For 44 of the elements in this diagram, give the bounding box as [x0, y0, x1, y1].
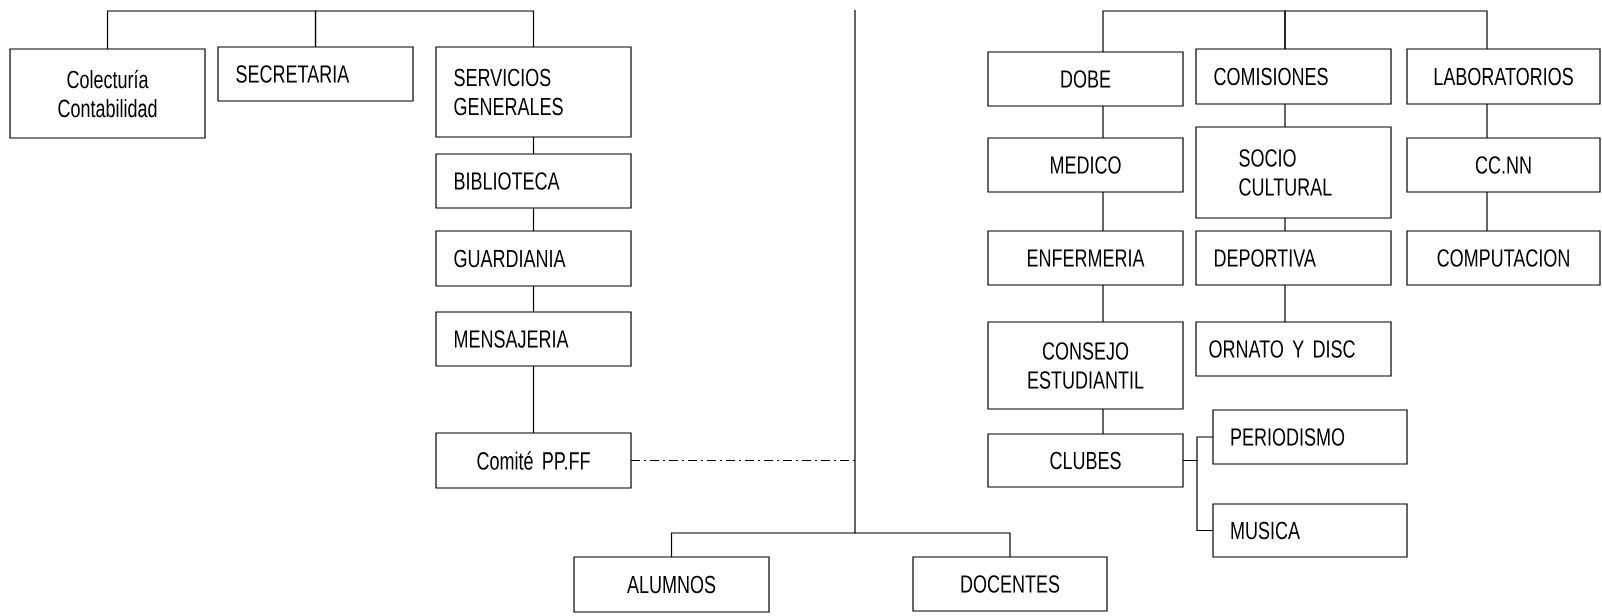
connector-line	[1284, 103, 1286, 128]
connector-line	[1284, 217, 1286, 232]
connector-line	[532, 136, 535, 155]
org-box: SOCIO CULTURAL	[1195, 126, 1392, 219]
org-box: CC.NN	[1406, 137, 1601, 193]
connector-line	[532, 285, 535, 313]
org-box: ALUMNOS	[573, 556, 770, 613]
org-box: DOCENTES	[912, 556, 1108, 612]
org-box: CONSEJO ESTUDIANTIL	[987, 321, 1184, 410]
org-box: CLUBES	[987, 433, 1184, 488]
connector-line	[1102, 284, 1104, 323]
connector-line	[532, 365, 535, 434]
org-box: DEPORTIVA	[1195, 230, 1392, 286]
connector-line	[630, 459, 856, 462]
connector-line	[1182, 459, 1214, 532]
org-box: BIBLIOTECA	[435, 153, 632, 209]
org-box: PERIODISMO	[1212, 409, 1408, 465]
org-box: MUSICA	[1212, 503, 1408, 558]
org-box: ORNATO Y DISC	[1195, 321, 1392, 377]
org-box: ENFERMERIA	[987, 230, 1184, 286]
connector-line	[1486, 103, 1488, 139]
org-box: Colecturía Contabilidad	[9, 48, 206, 139]
org-box: LABORATORIOS	[1406, 48, 1601, 105]
connector-line	[1102, 10, 1286, 53]
connector-line	[1486, 191, 1488, 232]
connector-line	[532, 207, 535, 232]
org-box: SECRETARIA	[217, 46, 414, 102]
org-box: Comité PP.FF	[435, 432, 632, 489]
connector-line	[1102, 105, 1104, 139]
org-box: MENSAJERIA	[435, 311, 632, 367]
connector-line	[1102, 408, 1104, 435]
connector-line	[1102, 191, 1104, 232]
connector-line	[106, 10, 317, 50]
org-box: DOBE	[987, 51, 1184, 107]
org-box: GUARDIANIA	[435, 230, 632, 287]
connector-line	[314, 10, 535, 48]
org-box: SERVICIOS GENERALES	[435, 46, 632, 138]
connector-line	[1284, 284, 1286, 323]
connector-line	[670, 9, 856, 558]
org-box: COMPUTACION	[1406, 230, 1601, 286]
org-box: MEDICO	[987, 137, 1184, 193]
connector-line	[1284, 10, 1488, 50]
org-box: COMISIONES	[1195, 48, 1392, 105]
connector-line	[854, 532, 1011, 558]
